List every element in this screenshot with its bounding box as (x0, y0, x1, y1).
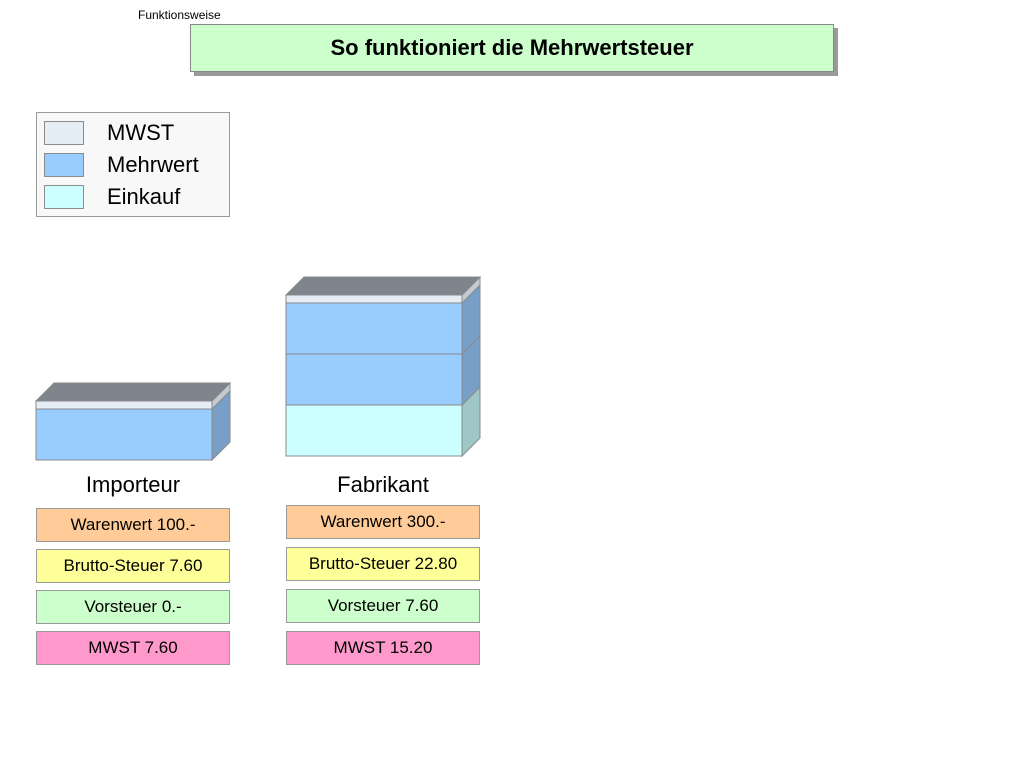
warenwert-box-fabrikant: Warenwert 300.- (286, 505, 480, 539)
block-top-fabrikant (284, 276, 482, 296)
legend-swatch-mwst (44, 121, 84, 145)
warenwert-box-importeur: Warenwert 100.- (36, 508, 230, 542)
legend-item-einkauf: Einkauf (44, 184, 180, 210)
layer-importeur-0-front (35, 408, 213, 461)
layer-fabrikant-2-front (285, 302, 463, 355)
brutto-box-importeur: Brutto-Steuer 7.60 (36, 549, 230, 583)
vorsteuer-box-fabrikant: Vorsteuer 7.60 (286, 589, 480, 623)
legend-item-mwst: MWST (44, 120, 174, 146)
legend: MWST Mehrwert Einkauf (36, 112, 230, 217)
legend-label-mwst: MWST (107, 120, 175, 145)
mwst-box-importeur: MWST 7.60 (36, 631, 230, 665)
brutto-box-fabrikant: Brutto-Steuer 22.80 (286, 547, 480, 581)
block-top-importeur (34, 382, 232, 402)
legend-label-einkauf: Einkauf (107, 184, 181, 209)
page-title: So funktioniert die Mehrwertsteuer (190, 24, 834, 72)
legend-swatch-mehrwert (44, 153, 84, 177)
legend-label-mehrwert: Mehrwert (107, 152, 199, 177)
mwst-layer-fabrikant-front (285, 294, 463, 304)
vorsteuer-box-importeur: Vorsteuer 0.- (36, 590, 230, 624)
legend-item-mehrwert: Mehrwert (44, 152, 199, 178)
mwst-box-fabrikant: MWST 15.20 (286, 631, 480, 665)
layer-fabrikant-1-front (285, 353, 463, 406)
stage-label-fabrikant: Fabrikant (337, 472, 429, 497)
stage-label-importeur: Importeur (85, 472, 181, 497)
mwst-layer-importeur-front (35, 400, 213, 410)
layer-fabrikant-0-front (285, 404, 463, 457)
legend-swatch-einkauf (44, 185, 84, 209)
section-label: Funktionsweise (138, 8, 221, 22)
